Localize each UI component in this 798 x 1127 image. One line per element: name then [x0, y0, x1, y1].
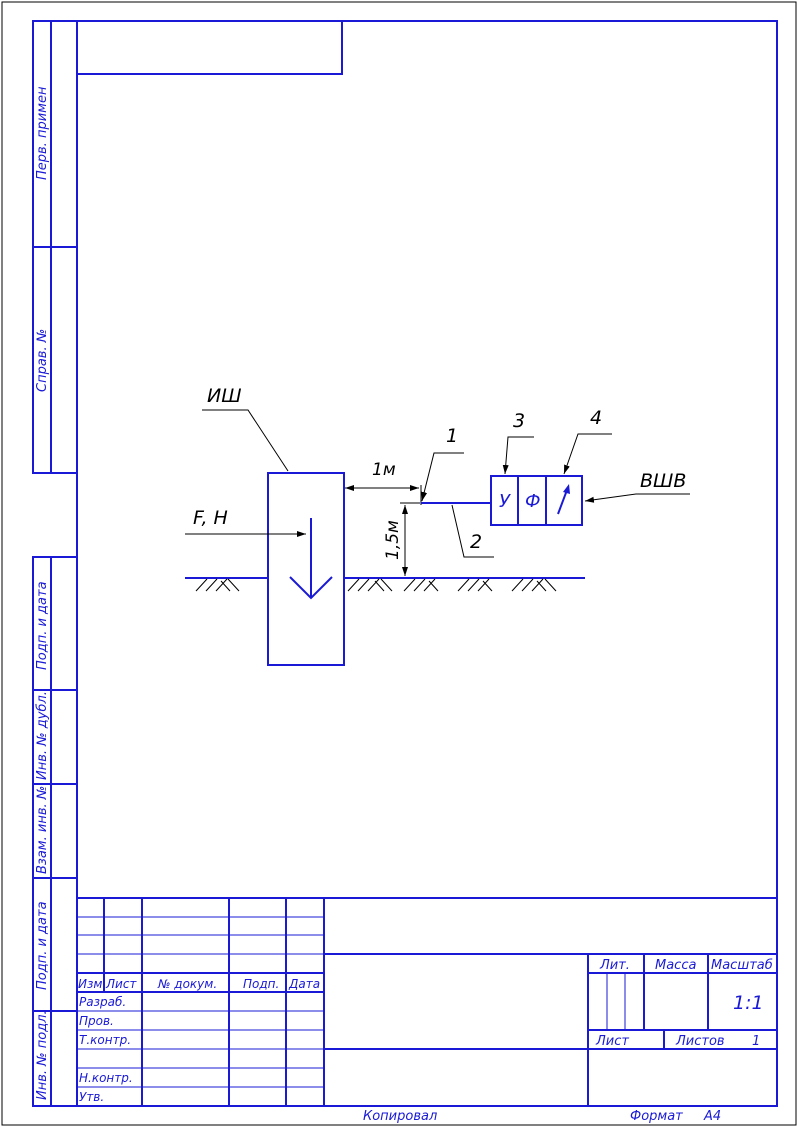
masshtab-label: Масштаб — [711, 958, 773, 973]
processing-unit — [490, 475, 583, 526]
side-label-podp-data-1: Подп. и дата — [35, 581, 50, 670]
massa-label: Масса — [655, 958, 696, 973]
ground-hatching — [195, 578, 557, 592]
col-data: Дата — [288, 977, 320, 991]
ish-emitter-box — [267, 472, 345, 666]
dim-15m-label: 1,5м — [383, 520, 403, 560]
main-frame — [76, 20, 778, 1107]
col-izm: Изм. — [78, 977, 106, 991]
side-label-vzam-inv-no: Взам. инв. № — [35, 786, 50, 874]
box-f-label: Ф — [525, 491, 541, 512]
row-razrab: Разраб. — [79, 995, 126, 1009]
format-label: Формат — [630, 1109, 683, 1124]
box-u-label: У — [499, 491, 511, 512]
left-strip-upper — [32, 20, 78, 474]
label-3: 3 — [513, 410, 525, 432]
col-list: Лист — [105, 977, 137, 991]
leader-4 — [563, 433, 612, 475]
dim-1m-label: 1м — [372, 460, 396, 480]
leader-2 — [451, 504, 494, 558]
col-docum: № докум. — [157, 977, 217, 991]
label-4: 4 — [590, 407, 602, 429]
f-h-label: F, Н — [193, 507, 228, 529]
side-label-inv-no-podl: Инв. № подл. — [35, 1010, 50, 1100]
vshv-label: ВШВ — [640, 470, 686, 492]
format-value: А4 — [703, 1109, 721, 1124]
list-label: Лист — [595, 1034, 629, 1049]
ish-label: ИШ — [207, 385, 242, 407]
leader-3 — [502, 436, 534, 475]
left-strip-lower — [32, 556, 78, 1107]
leader-1 — [421, 452, 464, 502]
meter-arrow-icon — [557, 484, 570, 515]
row-nkontr: Н.контр. — [79, 1071, 133, 1085]
lit-label: Лит. — [599, 958, 630, 973]
row-prov: Пров. — [79, 1014, 114, 1028]
scale-value: 1:1 — [733, 992, 764, 1014]
ish-leader — [202, 409, 289, 472]
side-label-inv-no-dubl: Инв. № дубл. — [35, 691, 50, 780]
down-arrow-icon — [289, 518, 333, 600]
label-1: 1 — [446, 425, 458, 447]
kopiroval-label: Копировал — [363, 1109, 437, 1124]
vshv-leader — [584, 493, 690, 503]
col-podp: Подп. — [243, 977, 279, 991]
listov-value: 1 — [752, 1034, 760, 1049]
side-label-perv-primen: Перв. примен — [35, 86, 50, 180]
label-2: 2 — [470, 531, 482, 553]
row-utv: Утв. — [79, 1090, 104, 1104]
top-left-box — [77, 21, 343, 75]
listov-label: Листов — [675, 1034, 725, 1049]
title-block-grid — [77, 897, 777, 1106]
side-label-podp-data-2: Подп. и дата — [35, 901, 50, 990]
row-tkontr: Т.контр. — [79, 1033, 131, 1047]
side-label-sprav-no: Справ. № — [35, 329, 50, 392]
